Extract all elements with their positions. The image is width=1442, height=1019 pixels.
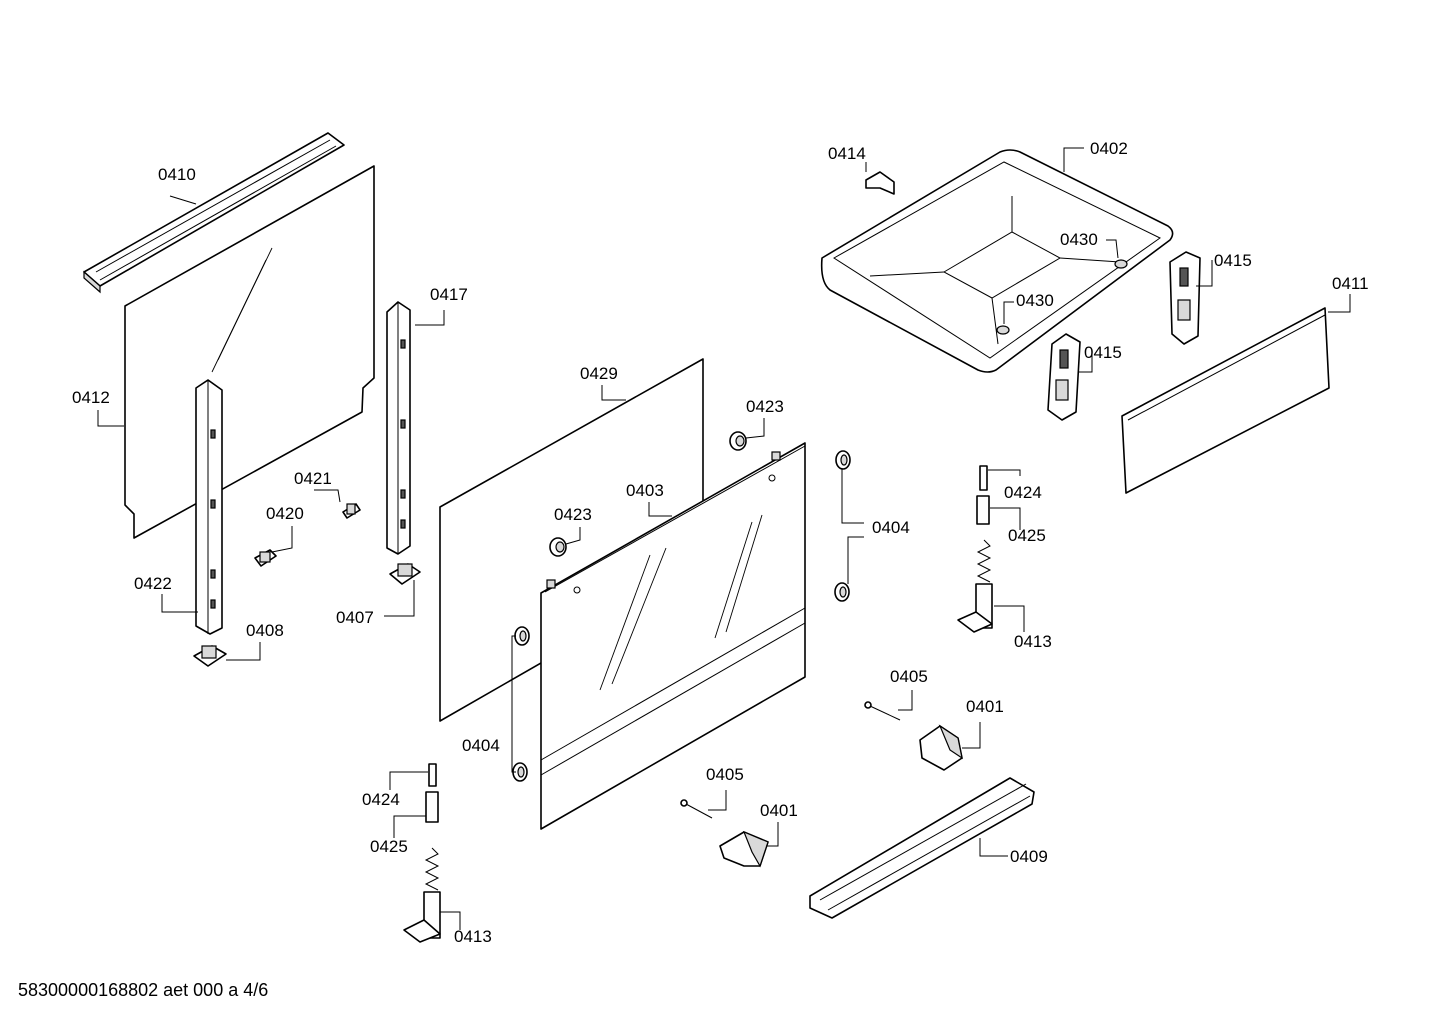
part-0415-hinge-upper bbox=[1169, 251, 1201, 345]
label-0430-upper: 0430 bbox=[1060, 230, 1098, 249]
label-0401-right: 0401 bbox=[966, 697, 1004, 716]
label-0422: 0422 bbox=[134, 574, 172, 593]
label-0429: 0429 bbox=[580, 364, 618, 383]
label-0407: 0407 bbox=[336, 608, 374, 627]
label-0420: 0420 bbox=[266, 504, 304, 523]
label-0421: 0421 bbox=[294, 469, 332, 488]
label-0403: 0403 bbox=[626, 481, 664, 500]
label-0404-left: 0404 bbox=[462, 736, 500, 755]
part-0405-screw-left bbox=[680, 799, 713, 819]
label-0424-right: 0424 bbox=[1004, 483, 1042, 502]
part-0413-hinge-left bbox=[403, 847, 441, 943]
label-0417: 0417 bbox=[430, 285, 468, 304]
label-0423-lower: 0423 bbox=[554, 505, 592, 524]
label-0402: 0402 bbox=[1090, 139, 1128, 158]
label-0424-left: 0424 bbox=[362, 790, 400, 809]
label-0408: 0408 bbox=[246, 621, 284, 640]
label-0413-right: 0413 bbox=[1014, 632, 1052, 651]
part-0415-hinge-lower bbox=[1047, 333, 1081, 421]
part-0424-pin-left bbox=[428, 763, 437, 787]
label-0405-left: 0405 bbox=[706, 765, 744, 784]
part-0404-bumper-left-upper bbox=[514, 626, 530, 646]
part-0423-bumper-lower bbox=[549, 537, 567, 557]
label-0405-right: 0405 bbox=[890, 667, 928, 686]
label-0414: 0414 bbox=[828, 144, 866, 163]
part-0412-glass-panel bbox=[124, 165, 375, 539]
part-0411-panel bbox=[1121, 307, 1330, 494]
label-0415-upper: 0415 bbox=[1214, 251, 1252, 270]
part-0401-handle-support-right bbox=[919, 724, 963, 771]
label-0413-left: 0413 bbox=[454, 927, 492, 946]
part-0404-bumper-right-upper bbox=[835, 450, 851, 470]
part-0425-spacer-left bbox=[425, 791, 439, 823]
part-0413-hinge-right bbox=[957, 539, 993, 633]
part-0422-left-rail bbox=[195, 379, 223, 635]
part-0425-spacer-right bbox=[976, 495, 990, 525]
part-0403-outer-door bbox=[540, 442, 806, 830]
label-0430-lower: 0430 bbox=[1016, 291, 1054, 310]
part-0408-hinge-bracket bbox=[193, 645, 227, 667]
part-0417-right-rail bbox=[386, 301, 411, 555]
part-0420-bracket bbox=[254, 549, 277, 567]
label-0409: 0409 bbox=[1010, 847, 1048, 866]
label-0425-left: 0425 bbox=[370, 837, 408, 856]
part-0423-bumper-upper bbox=[729, 431, 747, 451]
part-labels: 0410 0412 0417 0422 0421 0420 0408 0407 … bbox=[72, 139, 1369, 946]
label-0423-upper: 0423 bbox=[746, 397, 784, 416]
part-0414-clip bbox=[865, 171, 895, 195]
label-0404-right: 0404 bbox=[872, 518, 910, 537]
label-0401-left: 0401 bbox=[760, 801, 798, 820]
part-0407-hinge-bracket bbox=[389, 563, 421, 585]
part-0401-handle-support-left bbox=[719, 830, 769, 868]
label-0411: 0411 bbox=[1332, 274, 1369, 293]
document-code: 58300000168802 aet 000 a 4/6 bbox=[18, 980, 269, 1000]
label-0425-right: 0425 bbox=[1008, 526, 1046, 545]
label-0415-lower: 0415 bbox=[1084, 343, 1122, 362]
label-0412: 0412 bbox=[72, 388, 110, 407]
leader-lines bbox=[97, 147, 1351, 930]
label-0410: 0410 bbox=[158, 165, 196, 184]
part-0404-bumper-left-lower bbox=[512, 762, 528, 782]
part-0404-bumper-right-lower bbox=[834, 582, 850, 602]
part-0424-pin-right bbox=[979, 465, 988, 491]
part-0410-top-trim bbox=[83, 132, 345, 294]
part-0405-screw-right bbox=[864, 701, 901, 721]
part-0409-handle-bar bbox=[809, 777, 1035, 919]
part-0402-tray bbox=[820, 149, 1174, 373]
part-0421-bracket bbox=[342, 503, 361, 519]
